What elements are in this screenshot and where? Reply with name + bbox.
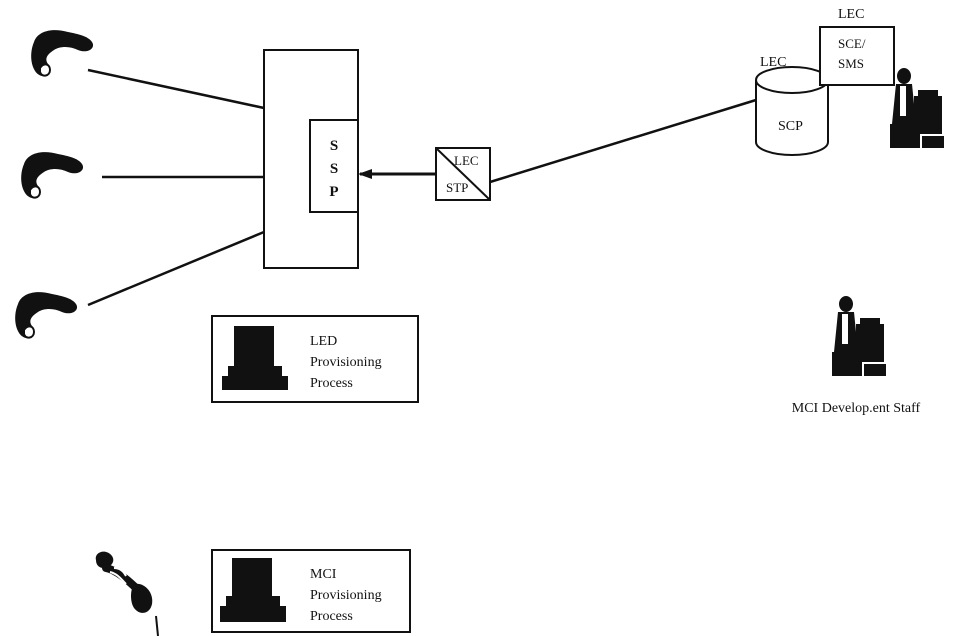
handset-icon bbox=[95, 551, 159, 636]
led-provisioning-label-3: Process bbox=[310, 376, 353, 391]
scp-owner-label: LEC bbox=[760, 55, 786, 70]
sce-sms-box bbox=[819, 26, 895, 86]
scp-label: SCP bbox=[778, 119, 803, 134]
stp-diagonal bbox=[435, 147, 491, 201]
telephone-icon bbox=[31, 30, 94, 77]
scp-database-icon bbox=[755, 66, 829, 156]
sce-sms-owner-label: LEC bbox=[838, 7, 864, 22]
sce-sms-label-1: SCE/ bbox=[838, 36, 866, 51]
phone-line bbox=[87, 68, 265, 110]
telephone-icon bbox=[21, 152, 84, 199]
sce-sms-label-2: SMS bbox=[838, 56, 864, 71]
ssp-label-3: P bbox=[329, 184, 338, 200]
mci-provisioning-label-3: Process bbox=[310, 609, 353, 624]
ssp-label-1: S bbox=[330, 138, 338, 154]
mci-provisioning-label-2: Provisioning bbox=[310, 588, 382, 603]
led-provisioning-label-2: Provisioning bbox=[310, 355, 382, 370]
telephone-icon bbox=[15, 292, 78, 339]
workstation-operator-icon bbox=[832, 296, 886, 376]
mci-provisioning-label-1: MCI bbox=[310, 567, 337, 582]
stp-label: STP bbox=[446, 180, 468, 195]
phone-line bbox=[87, 230, 265, 307]
led-provisioning-label-1: LED bbox=[310, 334, 337, 349]
terminal-icon bbox=[222, 326, 288, 390]
stp-scp-link bbox=[489, 98, 757, 184]
ssp-box bbox=[309, 119, 359, 213]
workstation-operator-icon bbox=[890, 68, 944, 148]
mci-staff-label: MCI Develop.ent Staff bbox=[792, 401, 921, 416]
ssp-label-2: S bbox=[330, 161, 338, 177]
stp-owner-label: LEC bbox=[454, 153, 479, 168]
terminal-icon bbox=[220, 558, 286, 622]
